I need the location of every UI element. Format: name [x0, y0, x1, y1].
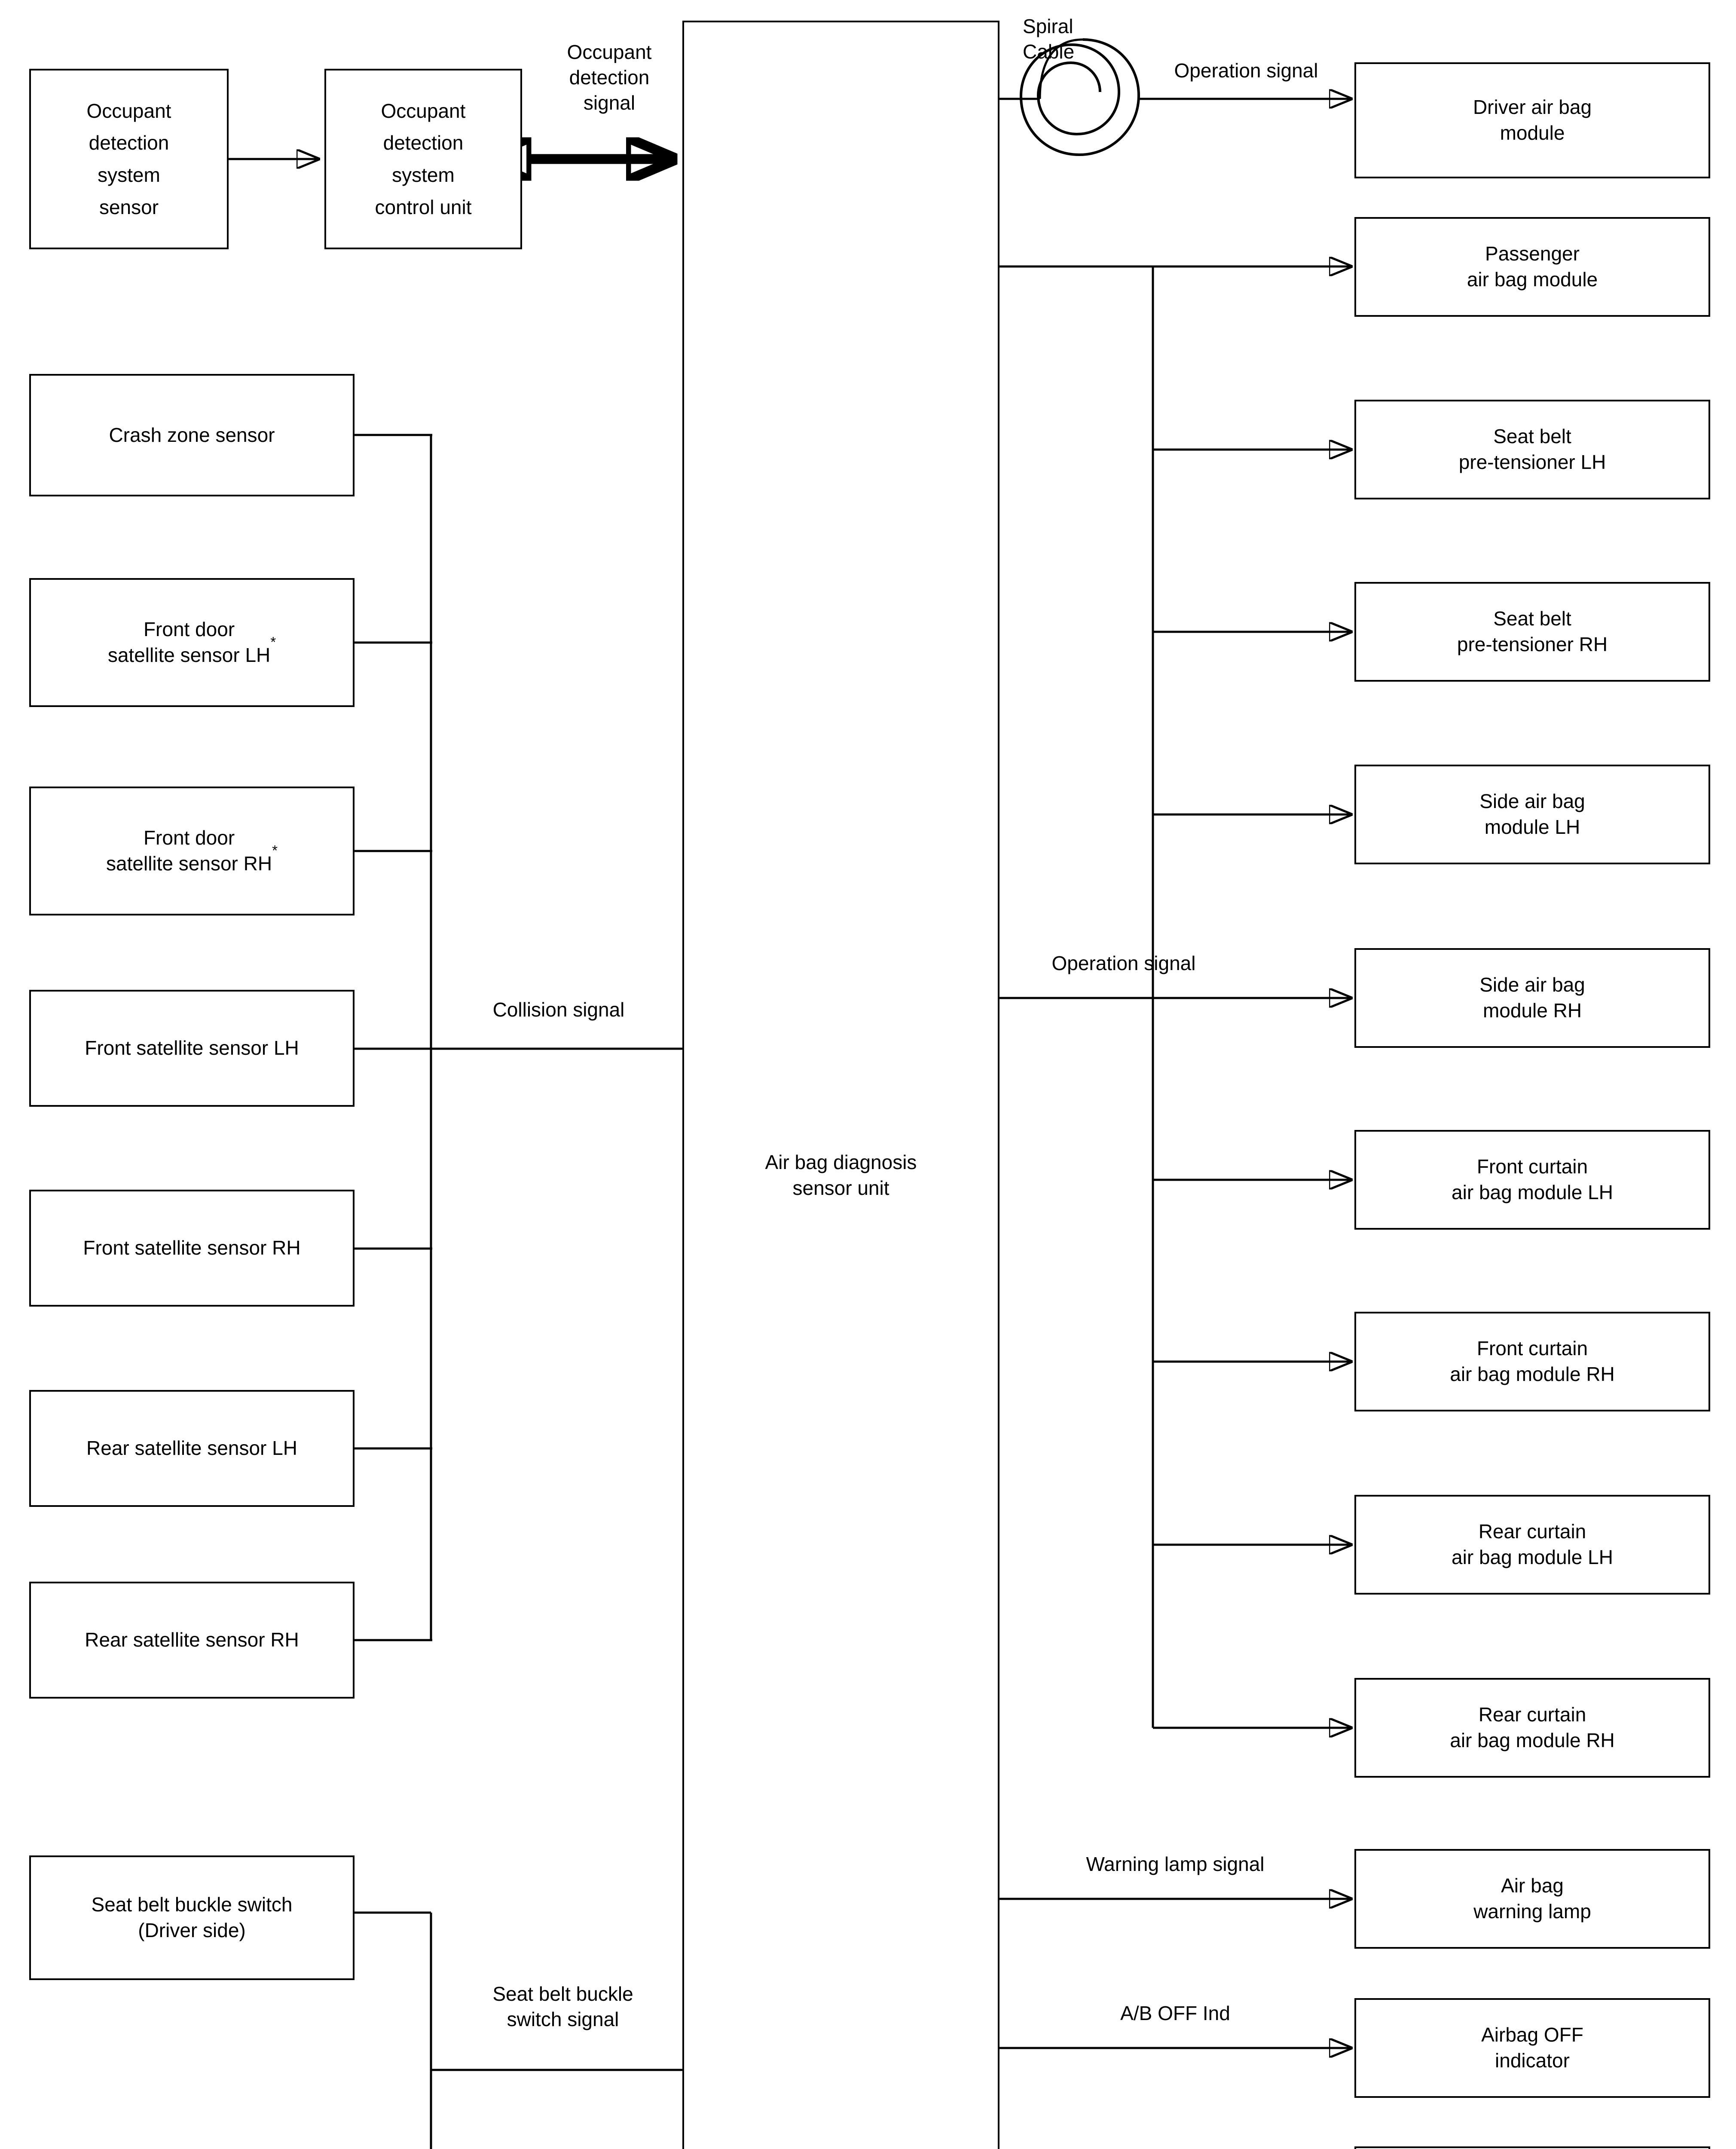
air-bag-warning-lamp-box[interactable]: Air bag warning lamp [1354, 1849, 1710, 1949]
bcm-box[interactable]: BCM [1354, 2146, 1710, 2149]
spiral-cable-label: Spiral Cable [1023, 15, 1075, 63]
occupant-detection-system-control-unit-box[interactable]: Occupant detection system control unit [324, 69, 522, 249]
seat-belt-pre-tensioner-rh-box[interactable]: Seat belt pre-tensioner RH [1354, 582, 1710, 682]
bus-operation-signal-label: Operation signal [1051, 952, 1196, 974]
front-door-satellite-sensor-lh-box[interactable]: Front door satellite sensor LH* [29, 578, 355, 707]
crash-zone-sensor-box[interactable]: Crash zone sensor [29, 374, 355, 496]
passenger-air-bag-module-box[interactable]: Passenger air bag module [1354, 217, 1710, 317]
driver-air-bag-module-box[interactable]: Driver air bag module [1354, 62, 1710, 178]
seat-belt-pre-tensioner-lh-box[interactable]: Seat belt pre-tensioner LH [1354, 400, 1710, 499]
front-satellite-sensor-lh-box[interactable]: Front satellite sensor LH [29, 990, 355, 1107]
front-curtain-air-bag-module-lh-box[interactable]: Front curtain air bag module LH [1354, 1130, 1710, 1230]
rear-curtain-air-bag-module-lh-box[interactable]: Rear curtain air bag module LH [1354, 1495, 1710, 1595]
seat-belt-buckle-switch-driver-box[interactable]: Seat belt buckle switch (Driver side) [29, 1855, 355, 1980]
rear-curtain-air-bag-module-rh-box[interactable]: Rear curtain air bag module RH [1354, 1678, 1710, 1778]
front-door-satellite-sensor-lh-label: Front door satellite sensor LH [107, 618, 271, 666]
front-door-satellite-sensor-rh-box[interactable]: Front door satellite sensor RH* [29, 787, 355, 915]
front-satellite-sensor-rh-box[interactable]: Front satellite sensor RH [29, 1190, 355, 1307]
seat-belt-buckle-switch-signal-label: Seat belt buckle switch signal [492, 1983, 633, 2030]
front-door-satellite-sensor-rh-label: Front door satellite sensor RH [106, 827, 272, 875]
collision-signal-label: Collision signal [492, 998, 625, 1021]
air-bag-diagnosis-sensor-unit-box[interactable]: Air bag diagnosis sensor unit [682, 21, 999, 2149]
warning-lamp-signal-label: Warning lamp signal [1086, 1853, 1265, 1875]
ab-off-ind-signal-label: A/B OFF Ind [1120, 2002, 1230, 2024]
rear-satellite-sensor-lh-box[interactable]: Rear satellite sensor LH [29, 1390, 355, 1507]
rear-satellite-sensor-rh-box[interactable]: Rear satellite sensor RH [29, 1582, 355, 1699]
driver-operation-signal-label: Operation signal [1174, 59, 1318, 82]
front-curtain-air-bag-module-rh-box[interactable]: Front curtain air bag module RH [1354, 1312, 1710, 1411]
occupant-detection-system-sensor-box[interactable]: Occupant detection system sensor [29, 69, 229, 249]
side-air-bag-module-rh-box[interactable]: Side air bag module RH [1354, 948, 1710, 1048]
airbag-off-indicator-box[interactable]: Airbag OFF indicator [1354, 1998, 1710, 2098]
side-air-bag-module-lh-box[interactable]: Side air bag module LH [1354, 765, 1710, 864]
occupant-detection-signal-label: Occupant detection signal [567, 41, 652, 114]
